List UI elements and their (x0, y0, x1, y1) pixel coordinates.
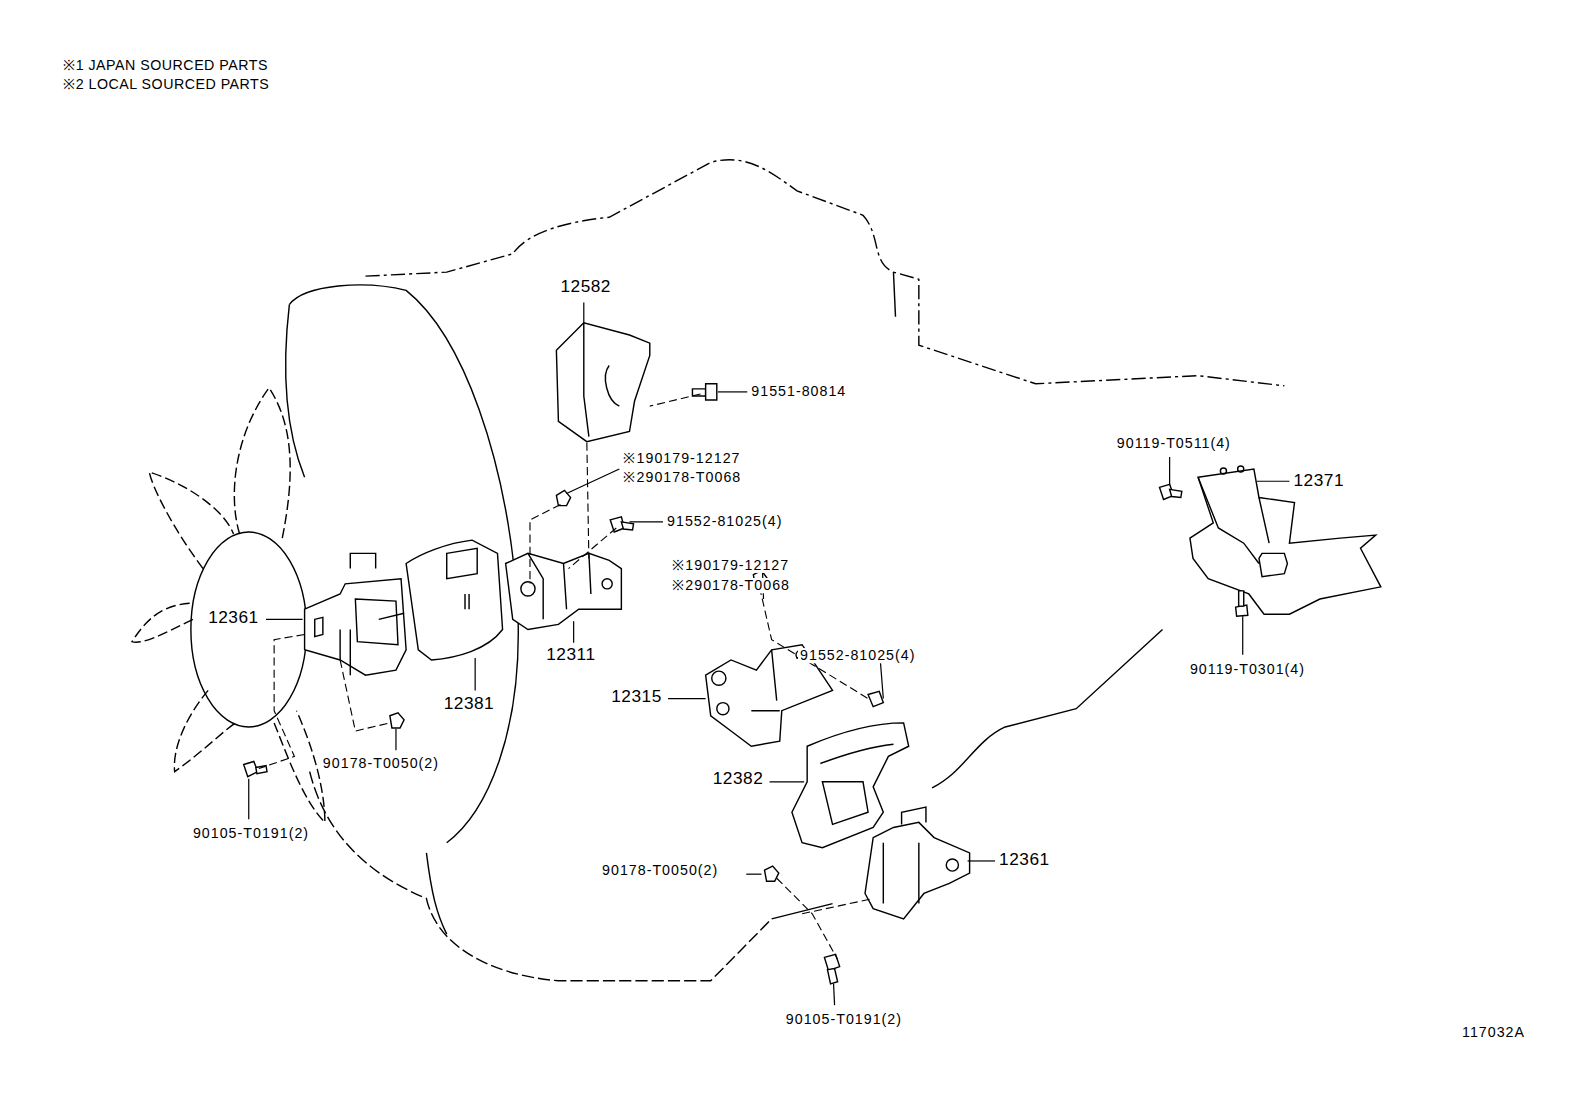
part-number: 90178-T0050(2) (321, 756, 441, 772)
part-number: ※290178-T0068 (621, 469, 743, 485)
part-number: 91552-81025(4) (665, 514, 784, 530)
callout-number: 12315 (609, 688, 664, 707)
note-text: ※2 LOCAL SOURCED PARTS (61, 76, 271, 92)
callout-number: 12371 (1291, 472, 1346, 491)
part-number: 90119-T0511(4) (1115, 436, 1233, 452)
callout-number: 12381 (442, 695, 497, 714)
part-number: 90119-T0301(4) (1188, 662, 1307, 678)
callout-number: 12382 (711, 770, 766, 789)
part-number: ※190179-12127 (670, 558, 791, 574)
callout-number: 12361 (206, 609, 261, 628)
callout-number: 12361 (997, 850, 1052, 869)
part-number: 90105-T0191(2) (784, 1012, 904, 1028)
note-text: ※1 JAPAN SOURCED PARTS (61, 58, 270, 74)
part-number: 90105-T0191(2) (191, 826, 311, 842)
part-number: 91551-80814 (749, 384, 848, 400)
callout-number: 12311 (544, 645, 597, 664)
part-number: ※190179-12127 (621, 451, 742, 467)
part-number: ※290178-T0068 (670, 578, 792, 594)
part-number: 91552-81025(4) (798, 648, 917, 664)
drawing-number: 117032A (1460, 1025, 1527, 1041)
callout-number: 12582 (558, 278, 613, 297)
part-number: 90178-T0050(2) (600, 863, 720, 879)
